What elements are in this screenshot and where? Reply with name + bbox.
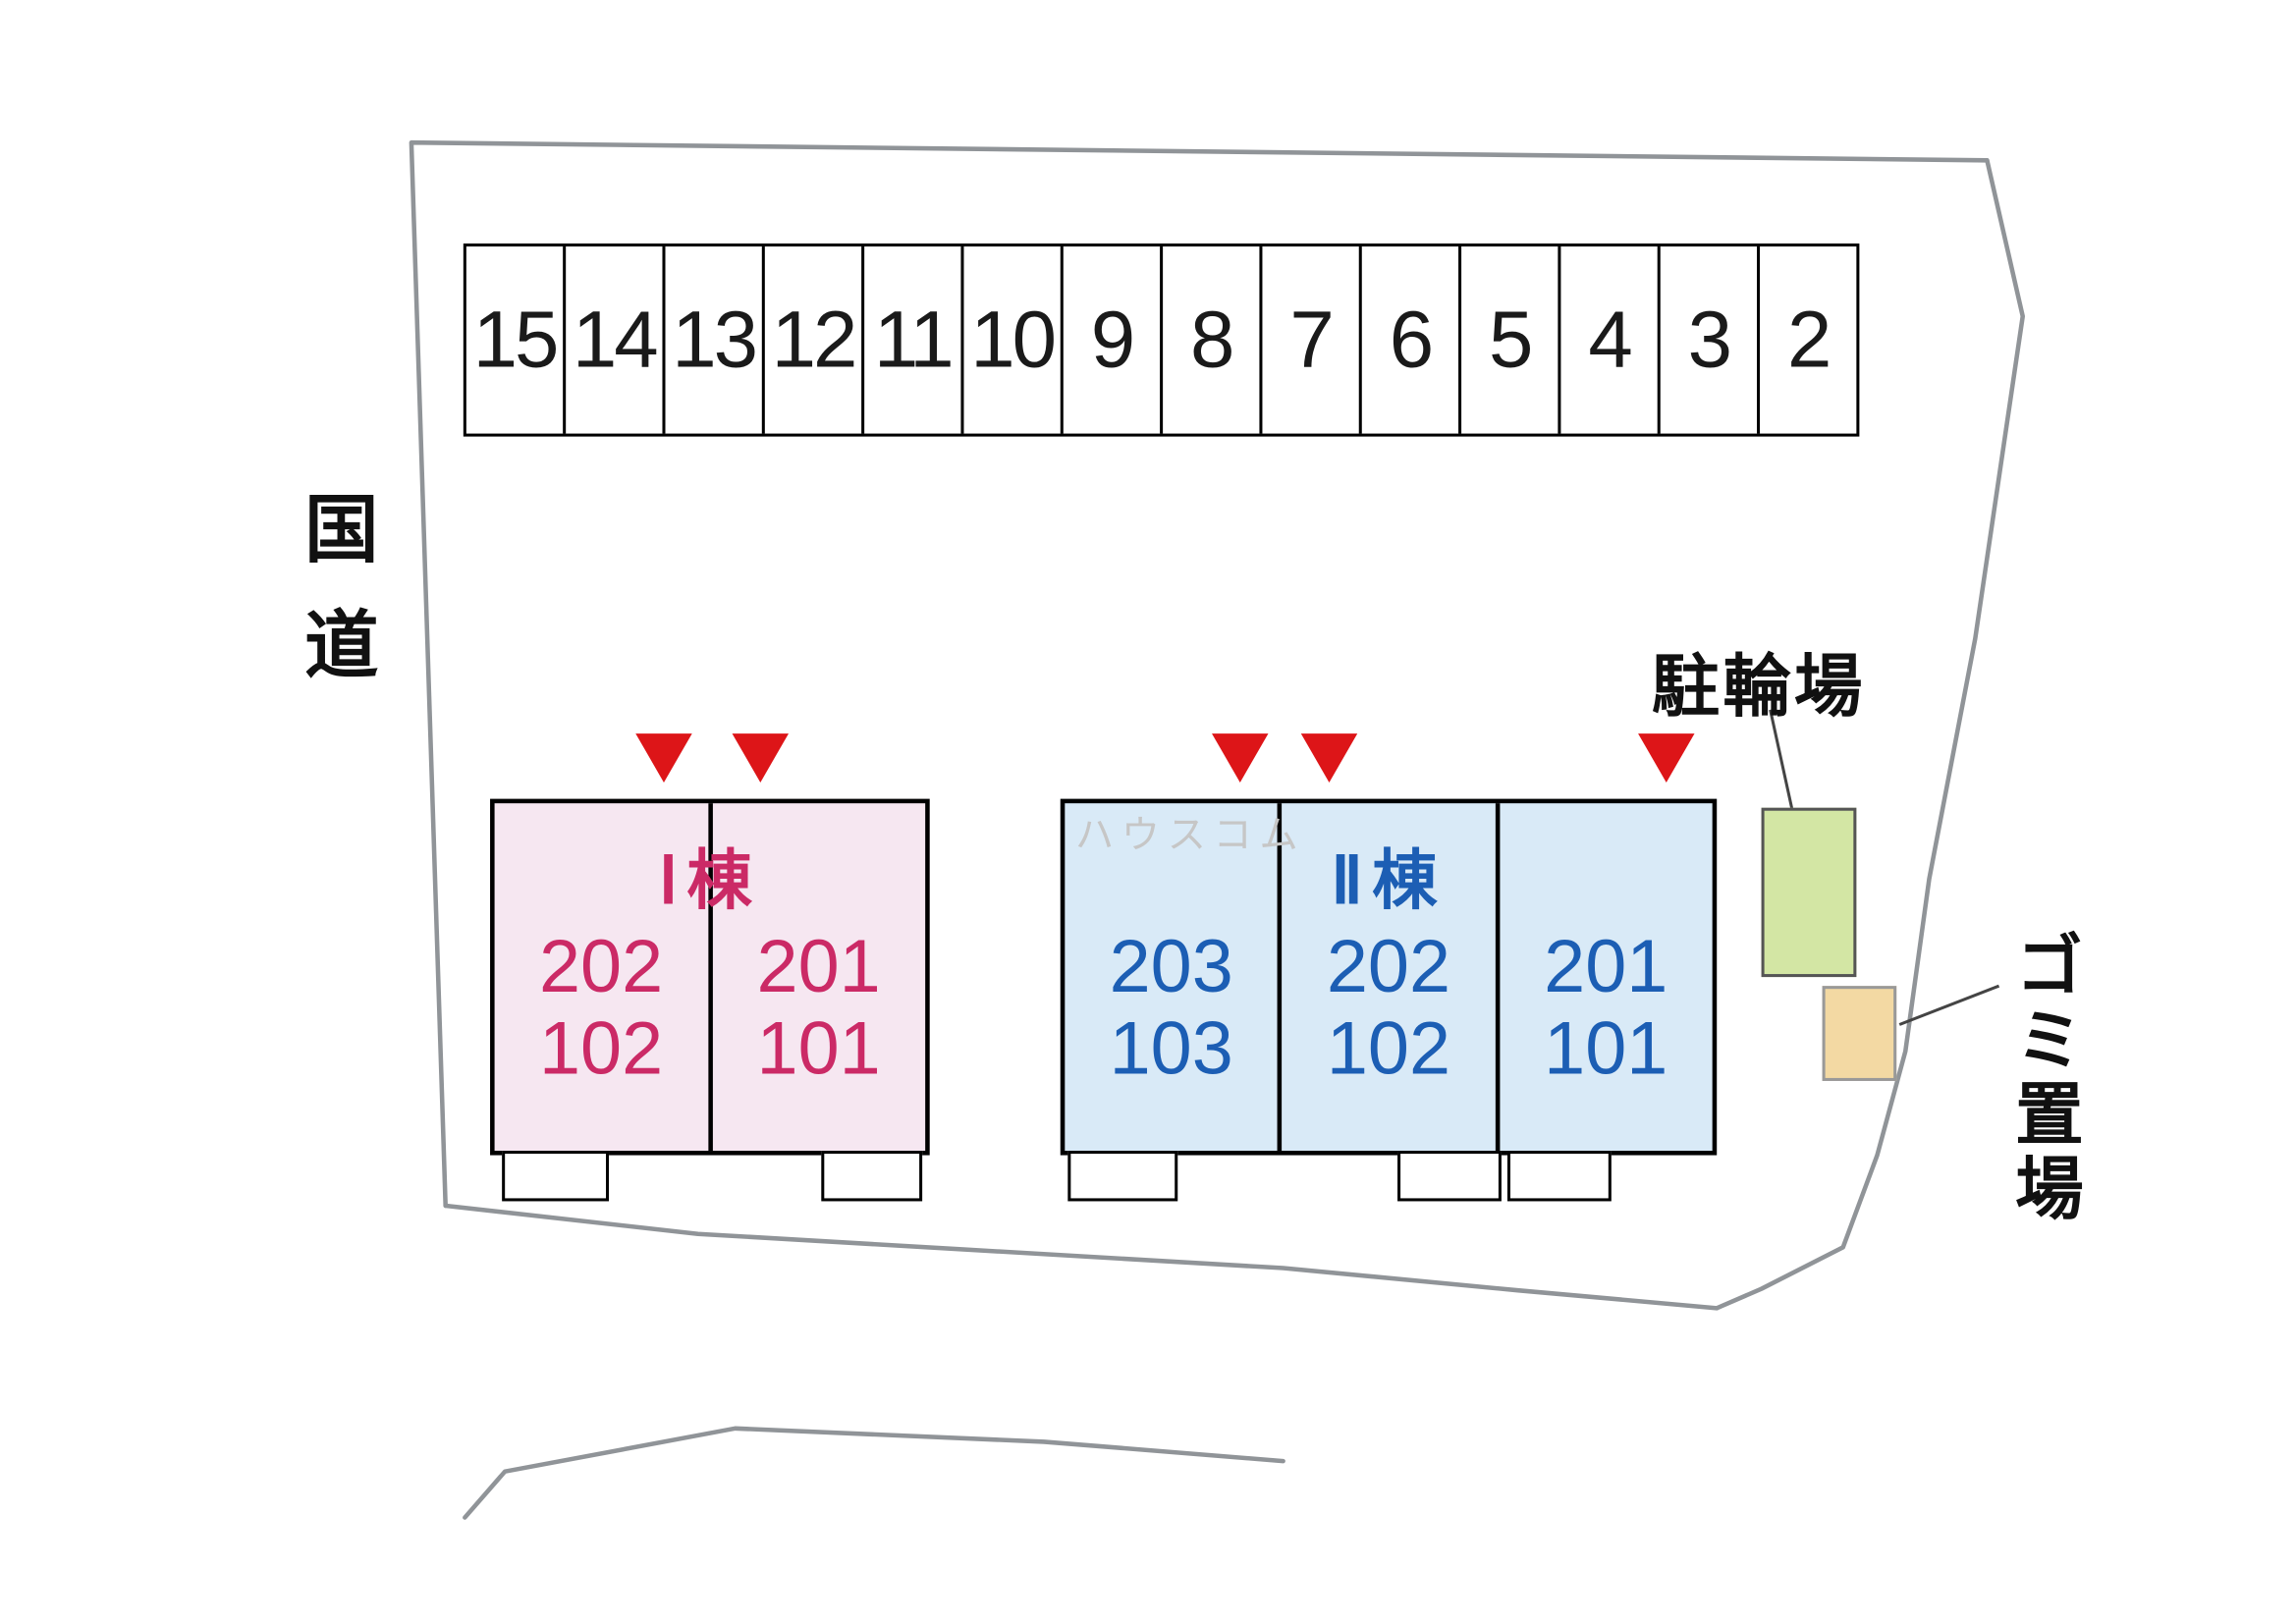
unit-number: 102 [539, 1006, 664, 1091]
entrance-marker-icon [1212, 733, 1269, 783]
boundary-line-left-top [409, 139, 1990, 1209]
bicycle-parking-label: 駐輪場 [1651, 647, 1866, 725]
boundary-line-bottom [443, 1203, 1720, 1311]
unit-number: 101 [1544, 1006, 1668, 1091]
building-1-unit-201-101: 201 101 [707, 803, 926, 1152]
building-2-unit-203-103: 203 103 [1065, 803, 1278, 1151]
parking-stall-7: 7 [1259, 246, 1358, 434]
parking-stall-3: 3 [1657, 246, 1757, 434]
road-label: 国道 [294, 490, 378, 722]
watermark: ハウスコム [1074, 812, 1306, 857]
building-1-name: Ⅰ棟 [658, 844, 762, 918]
building-1-unit-202-102: 202 102 [495, 803, 708, 1151]
entrance-marker-icon [732, 733, 790, 783]
entrance-marker-icon [1638, 733, 1695, 783]
unit-number: 202 [539, 925, 664, 1008]
boundary-line-bottom-left [463, 1426, 1285, 1520]
parking-stall-11: 11 [861, 246, 960, 434]
parking-stall-8: 8 [1160, 246, 1259, 434]
entrance-porch [502, 1151, 610, 1202]
entrance-porch [821, 1151, 923, 1202]
building-2-name: Ⅱ棟 [1331, 844, 1447, 918]
parking-row: 15 14 13 12 11 10 9 8 7 6 5 4 3 2 [463, 243, 1860, 437]
parking-stall-13: 13 [662, 246, 761, 434]
entrance-marker-icon [635, 733, 692, 783]
parking-stall-12: 12 [761, 246, 861, 434]
parking-stall-4: 4 [1558, 246, 1657, 434]
building-2-unit-201-101: 201 101 [1495, 803, 1712, 1152]
unit-number: 203 [1109, 925, 1233, 1008]
bicycle-parking-area [1761, 807, 1857, 978]
unit-number: 101 [756, 1006, 881, 1091]
entrance-marker-icon [1300, 733, 1358, 783]
parking-stall-15: 15 [472, 295, 560, 385]
parking-stall-2: 2 [1757, 246, 1856, 434]
parking-stall-14: 14 [563, 246, 662, 434]
parking-stall-9: 9 [1060, 246, 1160, 434]
parking-stall-6: 6 [1358, 246, 1458, 434]
building-2-unit-202-102: 202 102 [1278, 803, 1495, 1152]
unit-number: 102 [1326, 1006, 1451, 1091]
building-2: Ⅱ棟 203 103 202 102 201 101 [1060, 798, 1718, 1202]
unit-number: 202 [1326, 925, 1451, 1008]
entrance-porch [1506, 1151, 1612, 1202]
building-1: Ⅰ棟 202 102 201 101 [490, 798, 930, 1202]
unit-number: 103 [1109, 1006, 1233, 1091]
garbage-area [1822, 986, 1897, 1081]
garbage-label: ゴミ置場 [2006, 929, 2084, 1227]
entrance-porch [1067, 1151, 1178, 1202]
garbage-leader-line [1898, 984, 2000, 1026]
boundary-line-right [1714, 158, 2026, 1311]
unit-number: 201 [756, 925, 881, 1008]
entrance-porch [1397, 1151, 1502, 1202]
parking-stall-5: 5 [1458, 246, 1558, 434]
unit-number: 201 [1544, 925, 1668, 1008]
parking-stall-10: 10 [960, 246, 1060, 434]
